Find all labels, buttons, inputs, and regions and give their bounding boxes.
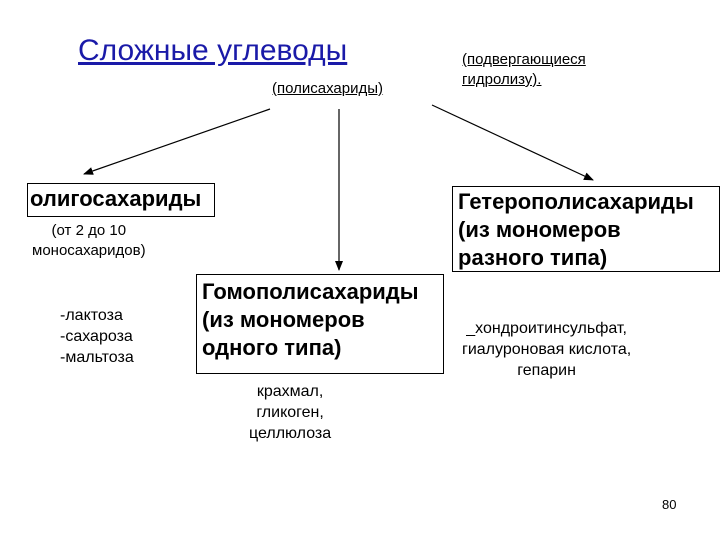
heteropolysaccharides-label: Гетерополисахариды (из мономеров разного… bbox=[458, 188, 694, 272]
diagram-title-subtitle: (полисахариды) bbox=[272, 80, 384, 97]
homopolysaccharide-example: крахмал, bbox=[256, 383, 324, 400]
oligosaccharides-label: олигосахариды bbox=[30, 186, 202, 211]
oligosaccharides-box bbox=[27, 183, 215, 217]
oligosaccharides-subtitle-line: (от 2 до 10 bbox=[51, 222, 127, 239]
diagram-title: Сложные углеводы bbox=[78, 34, 348, 67]
oligosaccharides-examples: -лактоза -сахароза -мальтоза bbox=[60, 305, 134, 368]
hydrolysis-note-line: гидролизу). bbox=[462, 71, 542, 88]
oligosaccharide-example: -лактоза bbox=[60, 307, 123, 324]
homopolysaccharides-label: Гомополисахариды (из мономеров одного ти… bbox=[202, 278, 419, 362]
homopolysaccharides-label-line: одного типа) bbox=[202, 335, 342, 360]
homopolysaccharides-label-line: Гомополисахариды bbox=[202, 279, 419, 304]
oligosaccharides-subtitle-line: моносахаридов) bbox=[32, 242, 146, 259]
homopolysaccharides-examples: крахмал, гликоген, целлюлоза bbox=[249, 381, 331, 444]
homopolysaccharides-box bbox=[196, 274, 444, 374]
hydrolysis-note-line: (подвергающиеся bbox=[462, 51, 586, 68]
homopolysaccharide-example: гликоген, bbox=[256, 404, 324, 421]
heteropolysaccharides-examples: _хондроитинсульфат, гиалуроновая кислота… bbox=[462, 318, 631, 381]
heteropolysaccharide-example: гепарин bbox=[517, 362, 576, 379]
heteropolysaccharides-label-line: (из мономеров bbox=[458, 217, 621, 242]
homopolysaccharide-example: целлюлоза bbox=[249, 425, 332, 442]
heteropolysaccharide-example: гиалуроновая кислота, bbox=[462, 341, 632, 358]
heteropolysaccharides-label-line: разного типа) bbox=[458, 245, 608, 270]
oligosaccharides-subtitle: (от 2 до 10 моносахаридов) bbox=[32, 221, 146, 261]
heteropolysaccharides-label-line: Гетерополисахариды bbox=[458, 189, 694, 214]
homopolysaccharides-label-line: (из мономеров bbox=[202, 307, 365, 332]
heteropolysaccharides-box bbox=[452, 186, 720, 272]
arrow-to-hetero bbox=[431, 104, 594, 181]
hydrolysis-note: (подвергающиеся гидролизу). bbox=[462, 50, 586, 90]
arrow-to-oligo bbox=[83, 108, 271, 175]
page-number: 80 bbox=[662, 497, 677, 512]
oligosaccharide-example: -мальтоза bbox=[60, 349, 134, 366]
heteropolysaccharide-example: _хондроитинсульфат, bbox=[466, 320, 627, 337]
oligosaccharide-example: -сахароза bbox=[60, 328, 133, 345]
